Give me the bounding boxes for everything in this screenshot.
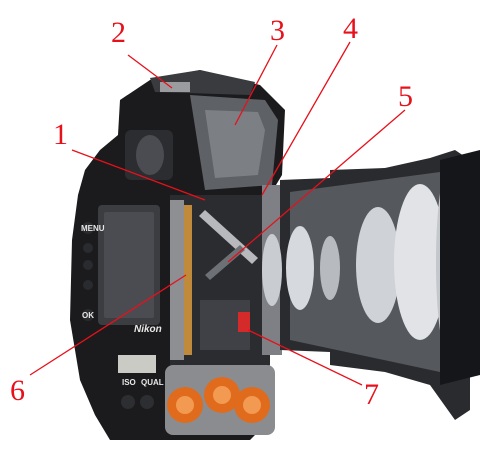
sensor-board (184, 205, 192, 355)
brand-logo: Nikon (134, 324, 162, 335)
ok-button-label: OK (82, 311, 94, 320)
leader-7 (247, 329, 363, 386)
callout-leader-lines (29, 41, 406, 386)
pentaprism-inner (205, 110, 265, 178)
button-2 (83, 243, 93, 253)
callout-1: 1 (53, 118, 68, 151)
lens-element-1 (262, 234, 282, 306)
qual-button-label: QUAL (141, 378, 164, 387)
rear-lcd-glass (104, 212, 154, 318)
leader-1 (71, 149, 206, 201)
menu-button-shape (82, 222, 94, 234)
eyepiece-lens (136, 135, 164, 175)
callout-7: 7 (364, 378, 379, 411)
ok-button-shape (82, 309, 94, 321)
af-sensor-red (238, 312, 250, 332)
rear-dial-right (140, 395, 154, 409)
rear-dial-left (121, 395, 135, 409)
button-3 (83, 260, 93, 270)
leader-2 (127, 54, 173, 89)
callout-4: 4 (343, 12, 358, 45)
callout-3: 3 (270, 14, 285, 47)
sub-mirror (205, 245, 245, 280)
menu-button-label: MENU (81, 224, 105, 233)
leader-6 (29, 274, 187, 376)
leader-3 (234, 44, 278, 126)
lens-hood (440, 150, 480, 385)
battery-cell-1-core (176, 396, 194, 414)
leader-5 (227, 109, 406, 263)
iso-button-label: ISO (122, 378, 136, 387)
callout-2: 2 (111, 16, 126, 49)
lens-element-2 (286, 226, 314, 310)
hot-shoe (160, 82, 190, 92)
callout-6: 6 (10, 374, 25, 407)
battery-cell-2-core (213, 386, 231, 404)
lens-element-4 (356, 207, 400, 323)
leader-4 (261, 41, 351, 196)
button-4 (83, 280, 93, 290)
top-lcd (118, 355, 156, 373)
battery-cell-3-core (243, 396, 261, 414)
lens-element-3 (320, 236, 340, 300)
callout-5: 5 (398, 80, 413, 113)
lens-element-5 (394, 184, 446, 340)
